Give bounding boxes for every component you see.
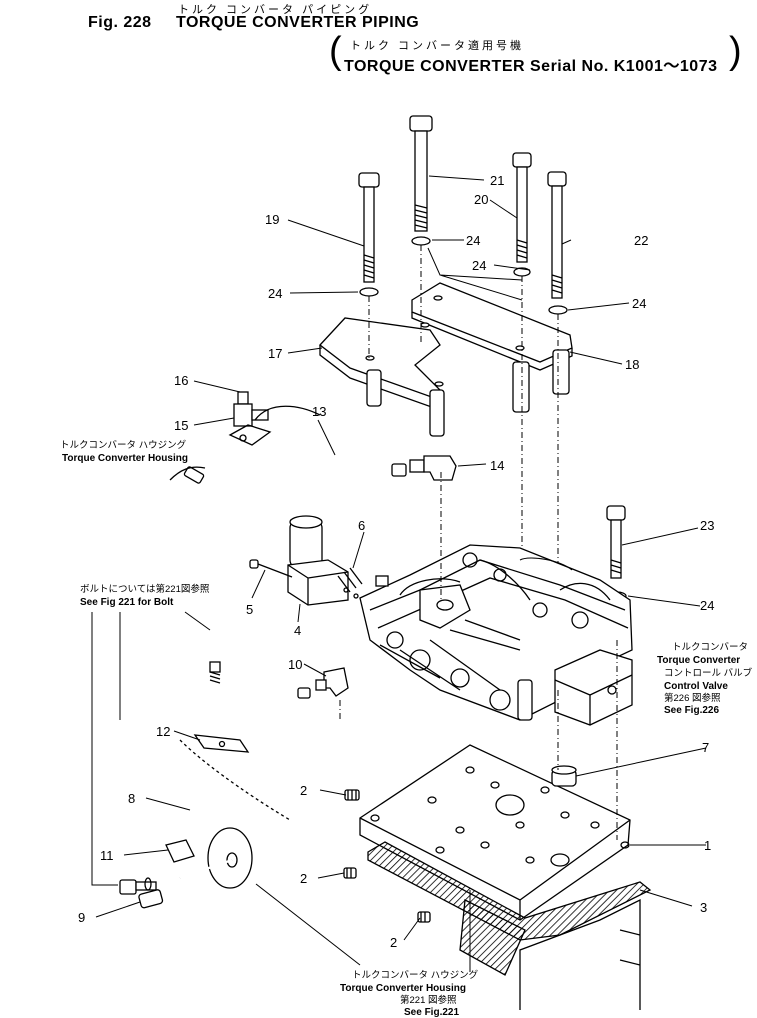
elbow-14 <box>409 455 457 481</box>
washer-24-d <box>548 305 568 315</box>
clamp-12 <box>193 734 250 753</box>
plug-2-c <box>417 911 431 923</box>
label-1: 1 <box>704 838 711 853</box>
reference-notes: トルクコンバータ ハウジング Torque Converter Housing … <box>60 439 753 1018</box>
elbow-10 <box>315 667 349 697</box>
clip-11 <box>119 839 195 895</box>
bracket-17 <box>319 317 445 437</box>
label-3: 3 <box>700 900 707 915</box>
label-7: 7 <box>702 740 709 755</box>
label-15: 15 <box>174 418 188 433</box>
label-24-c: 24 <box>472 258 486 273</box>
note-housing-top-jp: トルクコンバータ ハウジング <box>60 439 187 451</box>
subtitle-close-paren: ) <box>729 30 742 72</box>
valve-block-4 <box>287 559 349 606</box>
label-12: 12 <box>156 724 170 739</box>
label-2-b: 2 <box>300 871 307 886</box>
note-housing-top-en: Torque Converter Housing <box>62 453 188 464</box>
label-16: 16 <box>174 373 188 388</box>
label-22: 22 <box>634 233 648 248</box>
label-24-a: 24 <box>268 286 282 301</box>
plug-2-b <box>343 867 357 879</box>
gasket-3 <box>367 841 652 941</box>
label-18: 18 <box>625 357 639 372</box>
label-13: 13 <box>312 404 326 419</box>
label-4: 4 <box>294 623 301 638</box>
subtitle-open-paren: ( <box>329 30 342 72</box>
label-20: 20 <box>474 192 488 207</box>
jp-subtitle: トルク コンバータ適用号機 <box>350 40 525 52</box>
note-valve-jp2: コントロール バルブ <box>664 667 753 679</box>
note-valve-en1: Torque Converter <box>657 655 740 666</box>
tee-fitting-15 <box>228 391 272 446</box>
fitting-6 <box>337 567 363 599</box>
label-11: 11 <box>100 848 114 863</box>
bracket-18 <box>411 282 573 413</box>
plug-7 <box>551 765 577 787</box>
label-14: 14 <box>490 458 504 473</box>
label-23: 23 <box>700 518 714 533</box>
note-housing-ref-en: See Fig.221 <box>404 1007 459 1018</box>
figure-number: Fig. 228 <box>88 14 152 31</box>
housing-bottom <box>519 898 641 1010</box>
label-5: 5 <box>246 602 253 617</box>
bolt-22 <box>547 171 567 299</box>
note-bolt-jp: ボルトについては第221図参照 <box>80 583 210 595</box>
housing-bottom-detail <box>619 929 641 966</box>
solenoid-valve <box>183 466 323 569</box>
label-24-e: 24 <box>700 598 714 613</box>
leader-lines <box>95 175 707 972</box>
note-valve-jp1: トルクコンバータ <box>672 642 748 653</box>
note-housing-ref-jp: 第221 図参照 <box>400 994 457 1006</box>
bolt-ref-leader <box>91 612 118 886</box>
note-valve-ref-jp: 第226 図参照 <box>664 692 721 704</box>
washer-24-a <box>359 287 379 297</box>
bolt-21 <box>409 115 433 232</box>
label-2-a: 2 <box>300 783 307 798</box>
label-24-b: 24 <box>466 233 480 248</box>
gasket-3-lower <box>459 898 526 976</box>
label-8: 8 <box>128 791 135 806</box>
pipe-13 <box>264 426 407 480</box>
screw-5 <box>249 559 293 578</box>
flange-9 <box>138 827 253 909</box>
housing-outline-left <box>169 466 206 481</box>
bolt-23 <box>606 505 626 579</box>
eye-bolt-ref <box>197 616 233 684</box>
housing-outline-mid <box>179 739 291 821</box>
label-10: 10 <box>288 657 302 672</box>
label-21: 21 <box>490 173 504 188</box>
plate-1 <box>359 744 631 921</box>
part-numbers: 21 20 19 22 24 24 24 24 17 18 16 13 15 1… <box>78 173 714 950</box>
figure-title: TORQUE CONVERTER PIPING <box>176 14 420 31</box>
label-2-c: 2 <box>390 935 397 950</box>
eye-bolt-pointer <box>184 611 211 631</box>
bolt-19 <box>358 172 380 283</box>
bolt-20 <box>512 152 532 263</box>
label-24-d: 24 <box>632 296 646 311</box>
plug-2-a <box>344 789 360 801</box>
control-valve <box>359 544 633 726</box>
label-19: 19 <box>265 212 279 227</box>
jp-title: トルク コンバータ パイピング <box>178 4 373 16</box>
note-housing-bottom-en: Torque Converter Housing <box>340 983 466 994</box>
figure-subtitle: TORQUE CONVERTER Serial No. K1001～1073 <box>344 58 718 75</box>
label-6: 6 <box>358 518 365 533</box>
label-9: 9 <box>78 910 85 925</box>
housing-outline-top <box>254 405 321 421</box>
note-bolt-en: See Fig 221 for Bolt <box>80 597 174 608</box>
note-valve-ref-en: See Fig.226 <box>664 705 719 716</box>
label-17: 17 <box>268 346 282 361</box>
note-valve-en2: Control Valve <box>664 681 728 692</box>
washer-24-b <box>411 236 431 246</box>
pipe-8 <box>168 687 311 861</box>
note-housing-bottom-jp: トルクコンバータ ハウジング <box>352 969 479 981</box>
